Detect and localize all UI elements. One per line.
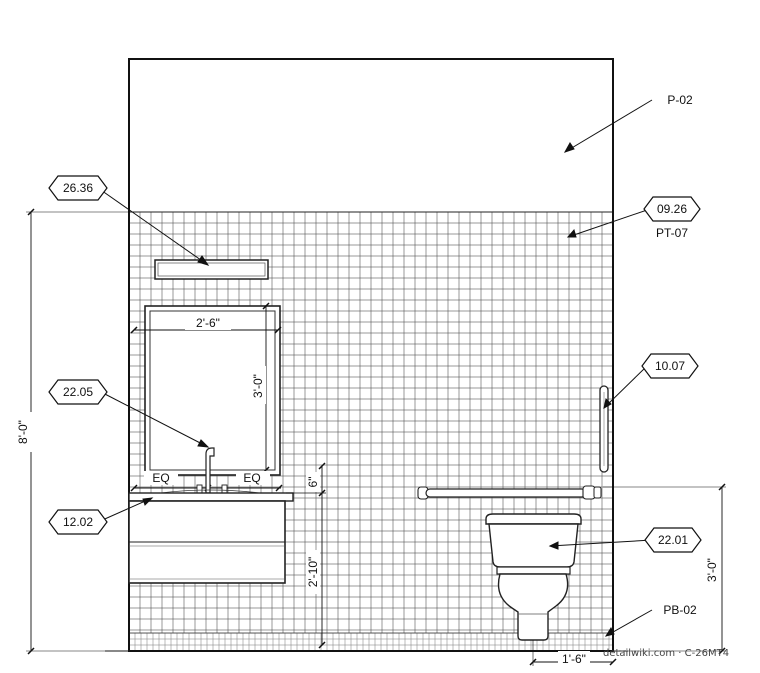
faucet (196, 447, 228, 494)
svg-text:09.26: 09.26 (657, 202, 687, 216)
tag-26-36: 26.36 (48, 175, 108, 201)
toilet (485, 513, 582, 641)
label-pt-07: PT-07 (656, 226, 688, 240)
tag-12-02: 12.02 (48, 509, 108, 535)
watermark: detailwiki.com · C-26MT4 (603, 648, 729, 659)
tag-22-01: 22.01 (644, 527, 702, 553)
tag-09-26: 09.26 (643, 196, 701, 222)
label-pb-02: PB-02 (663, 603, 697, 617)
eq-left-label: EQ (152, 471, 169, 485)
svg-text:26.36: 26.36 (63, 181, 93, 195)
mirror-height-dim: 3'-0" (251, 374, 265, 398)
leader-lines (97, 99, 653, 637)
svg-text:22.05: 22.05 (63, 385, 93, 399)
toilet-offset-dim: 1'-6" (562, 652, 586, 666)
vanity-height-dim: 2'-10" (306, 557, 320, 588)
svg-text:22.01: 22.01 (658, 533, 688, 547)
svg-text:10.07: 10.07 (655, 359, 685, 373)
vanity (128, 489, 294, 584)
counter-thickness-dim: 6" (306, 477, 320, 488)
light-fixture (154, 259, 269, 280)
tag-10-07: 10.07 (641, 353, 699, 379)
grab-bar-height-dim: 3'-0" (705, 558, 719, 582)
svg-text:12.02: 12.02 (63, 515, 93, 529)
tag-22-05: 22.05 (48, 379, 108, 405)
horizontal-grab-bar (417, 485, 602, 500)
overall-height-dim: 8'-0" (16, 420, 30, 444)
vertical-grab-bar (599, 385, 609, 473)
eq-right-label: EQ (243, 471, 260, 485)
label-p-02: P-02 (667, 93, 693, 107)
mirror-width-dim: 2'-6" (196, 316, 220, 330)
